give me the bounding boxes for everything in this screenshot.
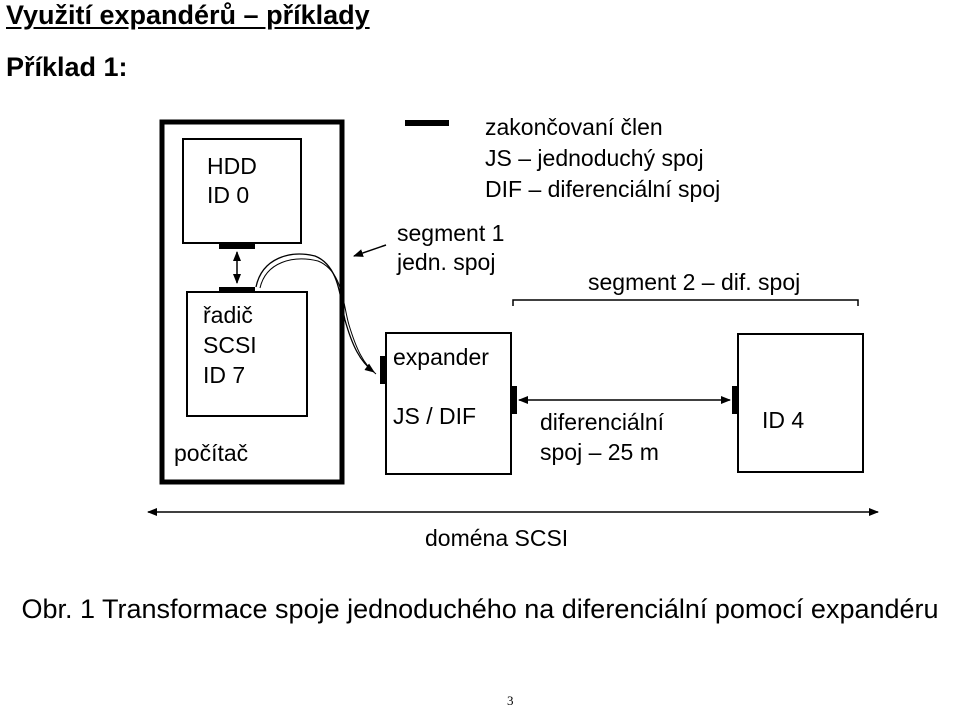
hdd-terminator [219,243,255,249]
cable-length: spoj – 25 m [540,439,659,465]
controller-terminator [219,287,255,293]
page-title: Využití expandérů – příklady [6,0,370,30]
legend-terminator: zakončovaní člen [485,114,663,140]
controller-type: SCSI [203,332,257,358]
expander-terminator-right [511,386,517,414]
legend: zakončovaní člen JS – jednoduchý spoj DI… [485,112,720,205]
controller-label: řadič SCSI ID 7 [203,300,257,390]
segment1-type: jedn. spoj [397,249,496,275]
hdd-label: HDD ID 0 [207,152,257,210]
segment1-pointer [353,244,387,257]
device-terminator [732,386,738,414]
hdd-id: ID 0 [207,182,250,208]
segment1-label: segment 1 jedn. spoj [397,219,504,277]
figure-caption: Obr. 1 Transformace spoje jednoduchého n… [21,594,939,624]
segment2-label: segment 2 – dif. spoj [588,269,801,295]
example-heading: Příklad 1: [6,52,128,82]
hdd-name: HDD [207,153,257,179]
controller-name: řadič [203,302,253,328]
expander-label: expander [393,344,489,370]
page-number: 3 [507,693,514,708]
legend-dif: DIF – diferenciální spoj [485,176,721,202]
expander-terminator-left [380,356,386,384]
computer-label: počítač [174,440,249,466]
device-label: ID 4 [762,407,805,433]
cable-type: diferenciální [540,409,665,435]
segment1-name: segment 1 [397,220,505,246]
se-cable [255,253,375,373]
cable-label: diferenciální spoj – 25 m [540,407,664,467]
expander-mode: JS / DIF [393,403,477,429]
device-box [737,333,864,473]
legend-js: JS – jednoduchý spoj [485,145,704,171]
controller-id: ID 7 [203,362,246,388]
se-cable-second-wire [259,258,377,375]
domain-label: doména SCSI [425,525,569,551]
terminator-legend-symbol [405,120,449,126]
segment2-span [512,299,859,306]
